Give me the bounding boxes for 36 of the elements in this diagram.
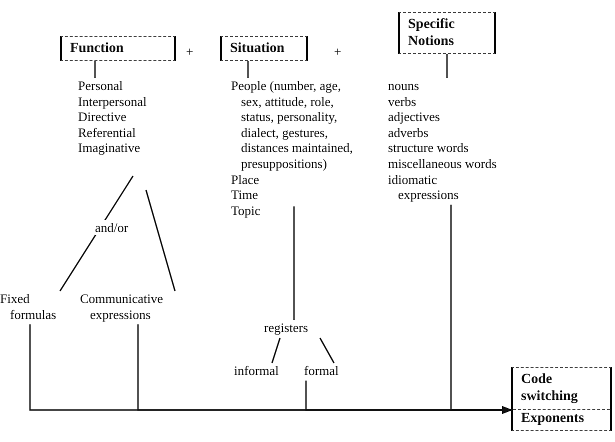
- list-item: Personal: [78, 78, 124, 94]
- connector-line: [94, 61, 96, 78]
- list-item: Imaginative: [78, 140, 142, 156]
- list-item: Topic: [231, 202, 262, 218]
- arrow: [450, 204, 512, 414]
- term-box: Situation: [220, 36, 308, 61]
- connector-line: [293, 206, 295, 320]
- term-box: Specific Notions: [398, 12, 496, 54]
- term-label: Exponents: [513, 409, 610, 427]
- list-item: verbs: [388, 94, 418, 110]
- list-item: Fixed formulas: [0, 291, 58, 322]
- connector-line: [319, 338, 335, 364]
- connector-line: [247, 61, 249, 78]
- list-item: nouns: [388, 78, 420, 94]
- term-label: Code switching: [520, 371, 579, 405]
- list-item: Interpersonal: [78, 94, 148, 110]
- list-item: Directive: [78, 109, 128, 125]
- annotation: and/or: [95, 220, 128, 235]
- list-item: adverbs: [388, 124, 430, 140]
- list-item: Place: [231, 172, 260, 188]
- list-item: Referential: [78, 124, 137, 140]
- connector-line: [145, 190, 176, 292]
- list-item: miscellaneous words: [388, 156, 498, 172]
- connector-line: [59, 176, 134, 292]
- list-item: Time: [231, 187, 259, 203]
- list-item: structure words: [388, 140, 470, 156]
- list-item: formal: [304, 363, 340, 379]
- connector-line: [446, 54, 448, 78]
- list-item: Communicative expressions: [80, 291, 164, 322]
- list-item: informal: [234, 363, 280, 379]
- connector-line: [271, 338, 281, 364]
- term-box: Function: [60, 36, 176, 61]
- list-item: idiomatic expressions: [388, 172, 460, 203]
- list-item: registers: [264, 320, 310, 336]
- list-item: adjectives: [388, 109, 441, 125]
- list-item: People (number, age, sex, attitude, role, status, personality, dialect, gestures, distances maintained, presuppositions): [231, 78, 354, 172]
